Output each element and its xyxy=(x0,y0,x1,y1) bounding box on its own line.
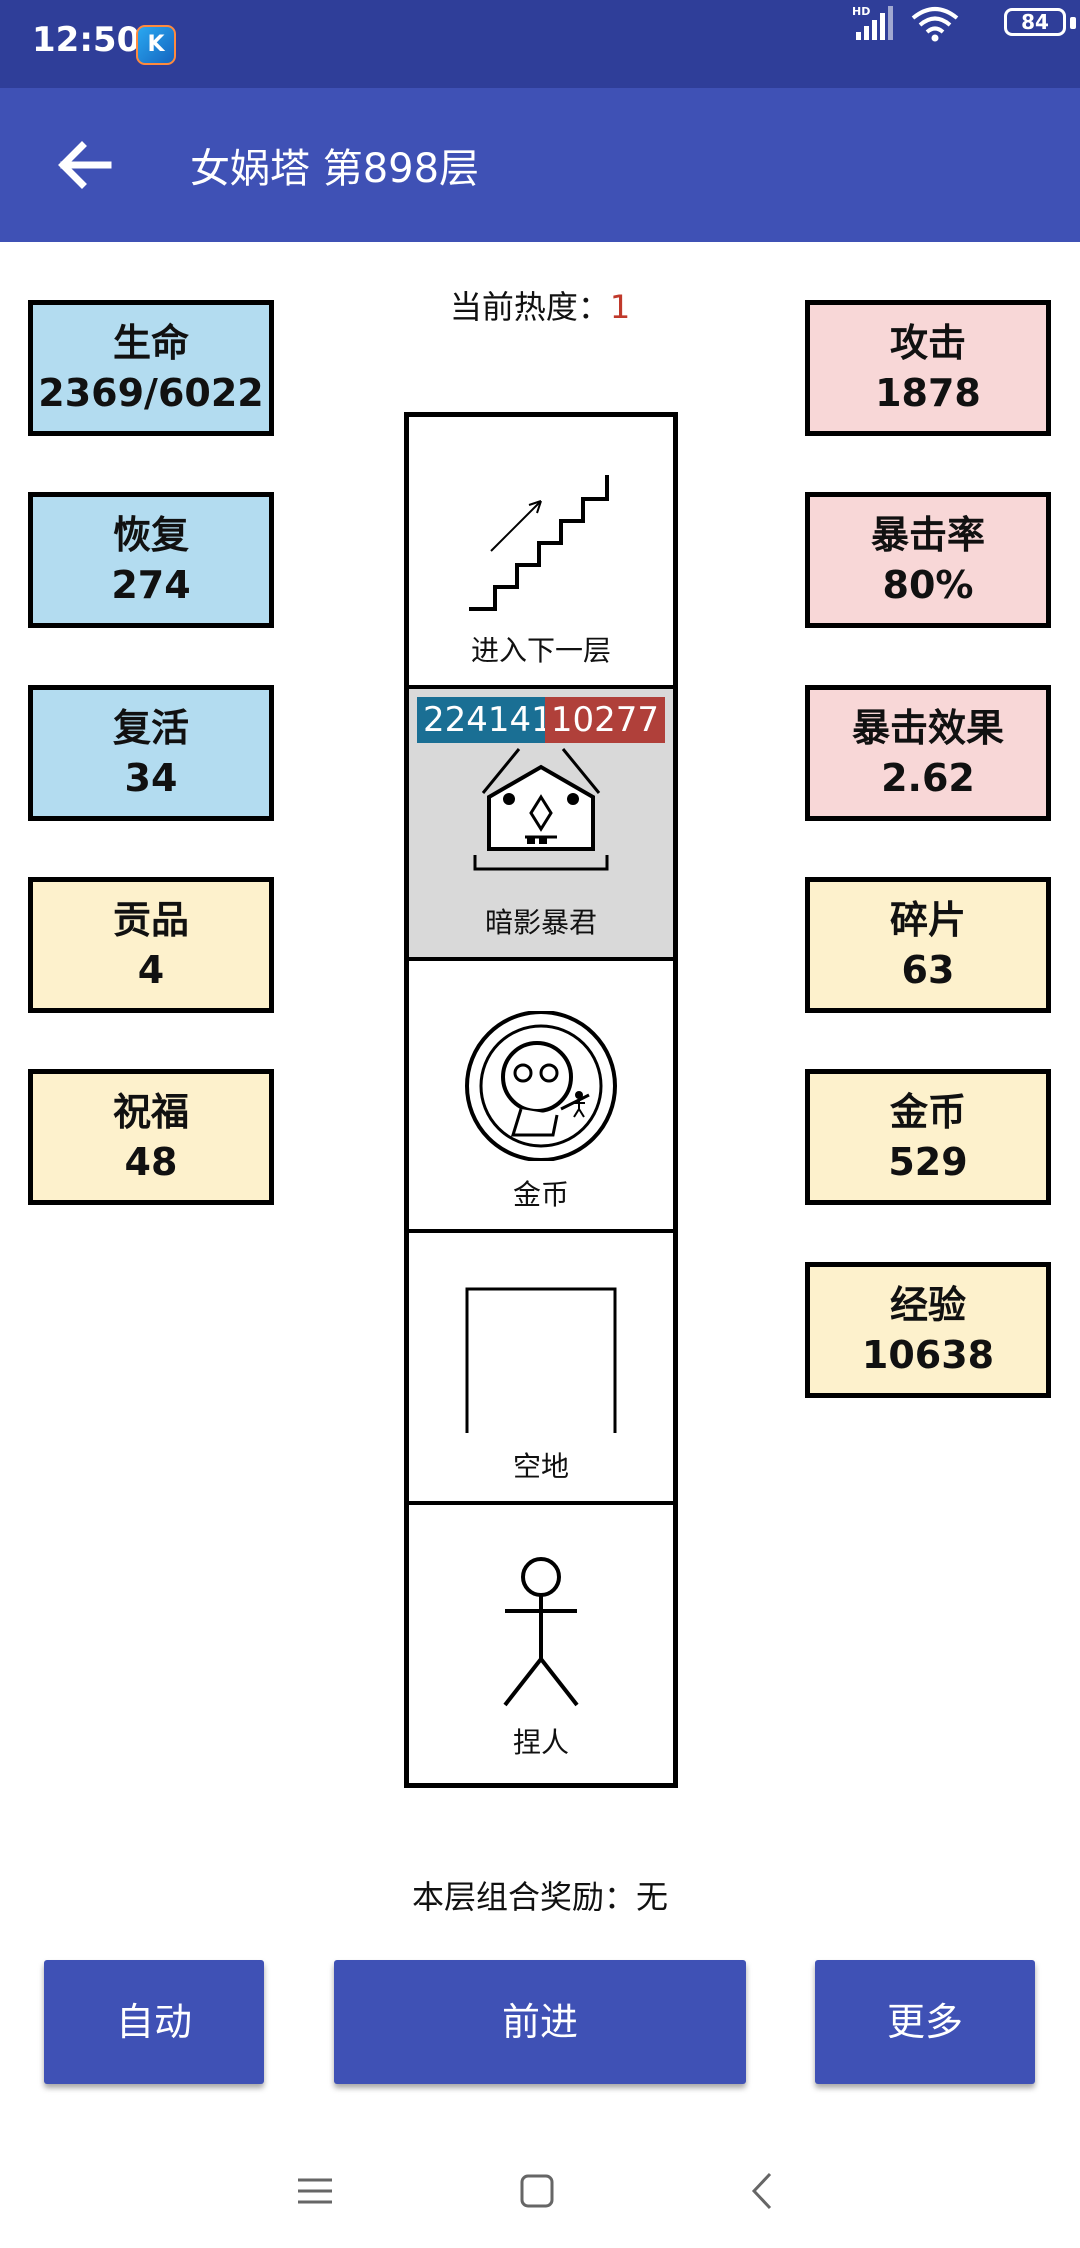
stat-attack: 攻击 1878 xyxy=(805,300,1051,436)
stat-hp: 生命 2369/6022 xyxy=(28,300,274,436)
floor-caption: 捏人 xyxy=(512,1726,569,1759)
wifi-icon xyxy=(911,7,959,42)
status-time: 12:50 xyxy=(32,20,141,60)
heat-value: 1 xyxy=(609,288,631,326)
page-title: 女娲塔 第898层 xyxy=(190,146,480,192)
floor-caption: 进入下一层 xyxy=(470,634,611,667)
stat-label: 暴击率 xyxy=(870,513,985,557)
heat-label: 当前热度： xyxy=(449,288,610,326)
stat-fragments: 碎片 63 xyxy=(805,877,1051,1013)
stat-value: 80% xyxy=(882,563,974,607)
more-button[interactable]: 更多 xyxy=(815,1960,1035,2084)
tower-column: 进入下一层 224141 10277 暗影暴君 xyxy=(404,412,678,1788)
battery-tip xyxy=(1070,17,1076,29)
floor-caption: 空地 xyxy=(512,1450,569,1483)
floor-monster[interactable]: 224141 10277 暗影暴君 xyxy=(409,689,673,961)
floor-player[interactable]: 捏人 xyxy=(409,1505,673,1777)
stick-figure-icon xyxy=(503,1557,579,1707)
system-nav-bar xyxy=(0,2130,1080,2248)
forward-button[interactable]: 前进 xyxy=(334,1960,746,2084)
app-bar: 女娲塔 第898层 xyxy=(0,88,1080,242)
stat-crit-rate: 暴击率 80% xyxy=(805,492,1051,628)
signal-icon: HD xyxy=(852,5,893,40)
home-icon[interactable] xyxy=(514,2168,560,2214)
stat-value: 10638 xyxy=(861,1333,995,1377)
stat-value: 34 xyxy=(124,756,178,800)
stat-label: 碎片 xyxy=(889,898,966,942)
stat-tribute: 贡品 4 xyxy=(28,877,274,1013)
monster-attack-badge: 10277 xyxy=(544,697,665,743)
stat-value: 2369/6022 xyxy=(38,371,264,415)
stat-gold: 金币 529 xyxy=(805,1069,1051,1205)
stat-crit-effect: 暴击效果 2.62 xyxy=(805,685,1051,821)
stat-label: 复活 xyxy=(112,706,189,750)
floor-caption: 金币 xyxy=(512,1178,569,1211)
auto-button[interactable]: 自动 xyxy=(44,1960,264,2084)
hd-label: HD xyxy=(852,5,870,18)
heat-indicator: 当前热度：1 xyxy=(0,282,1080,328)
stat-value: 63 xyxy=(901,948,955,992)
app-notification-icon: K xyxy=(136,25,176,65)
stat-label: 经验 xyxy=(889,1283,966,1327)
monster-hp-badge: 224141 xyxy=(417,697,559,743)
stat-label: 恢复 xyxy=(112,513,189,557)
stat-value: 529 xyxy=(888,1140,968,1184)
stat-experience: 经验 10638 xyxy=(805,1262,1051,1398)
stat-value: 274 xyxy=(111,563,191,607)
menu-icon[interactable] xyxy=(292,2168,338,2214)
back-arrow-icon[interactable] xyxy=(52,132,118,198)
stat-revive: 复活 34 xyxy=(28,685,274,821)
monster-icon xyxy=(473,748,609,871)
stat-label: 贡品 xyxy=(112,898,189,942)
stat-blessing: 祝福 48 xyxy=(28,1069,274,1205)
battery-icon: 84 xyxy=(1004,8,1066,36)
stairs-up-icon xyxy=(469,475,609,611)
coin-icon xyxy=(465,1011,617,1161)
stat-label: 攻击 xyxy=(889,321,966,365)
floor-caption: 暗影暴君 xyxy=(484,906,597,939)
stat-label: 祝福 xyxy=(112,1090,189,1134)
back-icon[interactable] xyxy=(740,2168,786,2214)
floor-coin[interactable]: 金币 xyxy=(409,961,673,1233)
stat-value: 48 xyxy=(124,1140,178,1184)
floor-stairs[interactable]: 进入下一层 xyxy=(409,417,673,689)
stat-regen: 恢复 274 xyxy=(28,492,274,628)
stat-label: 金币 xyxy=(889,1090,966,1134)
floor-empty[interactable]: 空地 xyxy=(409,1233,673,1505)
stat-label: 生命 xyxy=(112,321,189,365)
empty-square-icon xyxy=(465,1287,617,1433)
stat-value: 1878 xyxy=(875,371,981,415)
status-bar: 12:50 K HD 84 xyxy=(0,0,1080,88)
stat-value: 2.62 xyxy=(881,756,975,800)
stat-value: 4 xyxy=(137,948,165,992)
floor-reward: 本层组合奖励：无 xyxy=(411,1878,668,1916)
stat-label: 暴击效果 xyxy=(851,706,1004,750)
